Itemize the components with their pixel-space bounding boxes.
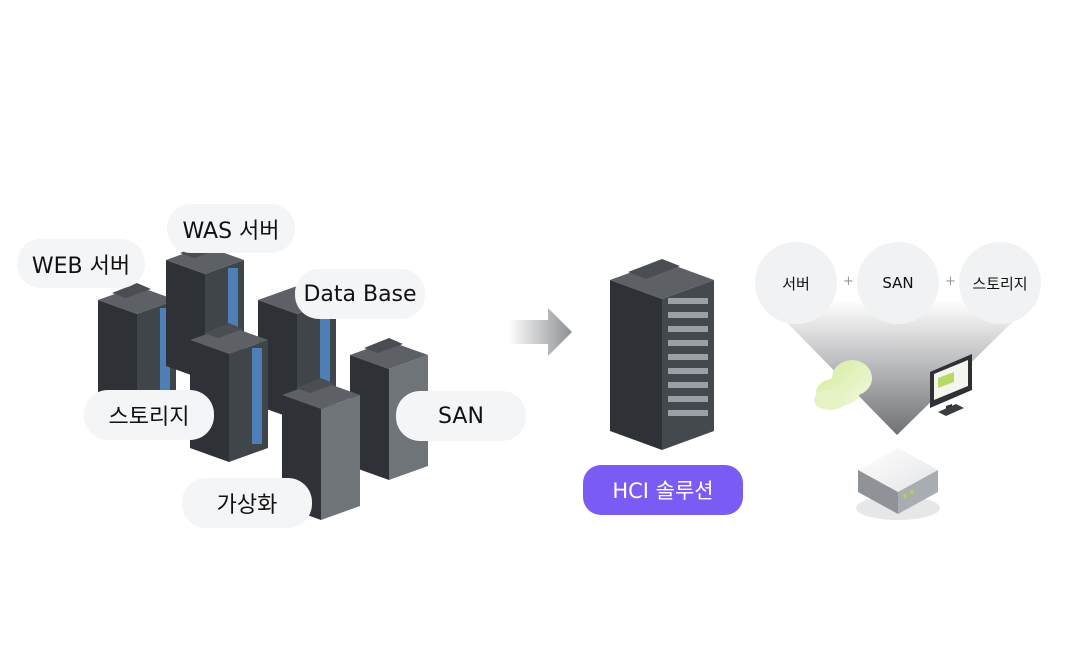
plus-icon: +	[843, 274, 854, 289]
plus-icon: +	[945, 274, 956, 289]
cloud-icon	[814, 360, 872, 410]
funnel-shape	[765, 300, 1035, 435]
label-virtualization: 가상화	[182, 478, 312, 528]
circle-server: 서버	[755, 242, 837, 324]
hci-solution-badge: HCI 솔루션	[583, 465, 743, 515]
hci-appliance-icon	[856, 448, 940, 520]
hci-rack	[610, 259, 714, 450]
label-web-server: WEB 서버	[17, 239, 145, 288]
circle-storage: 스토리지	[959, 242, 1041, 324]
circle-san: SAN	[857, 242, 939, 324]
label-was-server: WAS 서버	[167, 204, 295, 253]
monitor-icon	[930, 354, 972, 416]
label-storage: 스토리지	[84, 390, 214, 440]
rack-storage	[190, 323, 268, 462]
label-database: Data Base	[295, 269, 425, 319]
label-san: SAN	[396, 391, 526, 441]
arrow-right-icon	[508, 308, 572, 356]
